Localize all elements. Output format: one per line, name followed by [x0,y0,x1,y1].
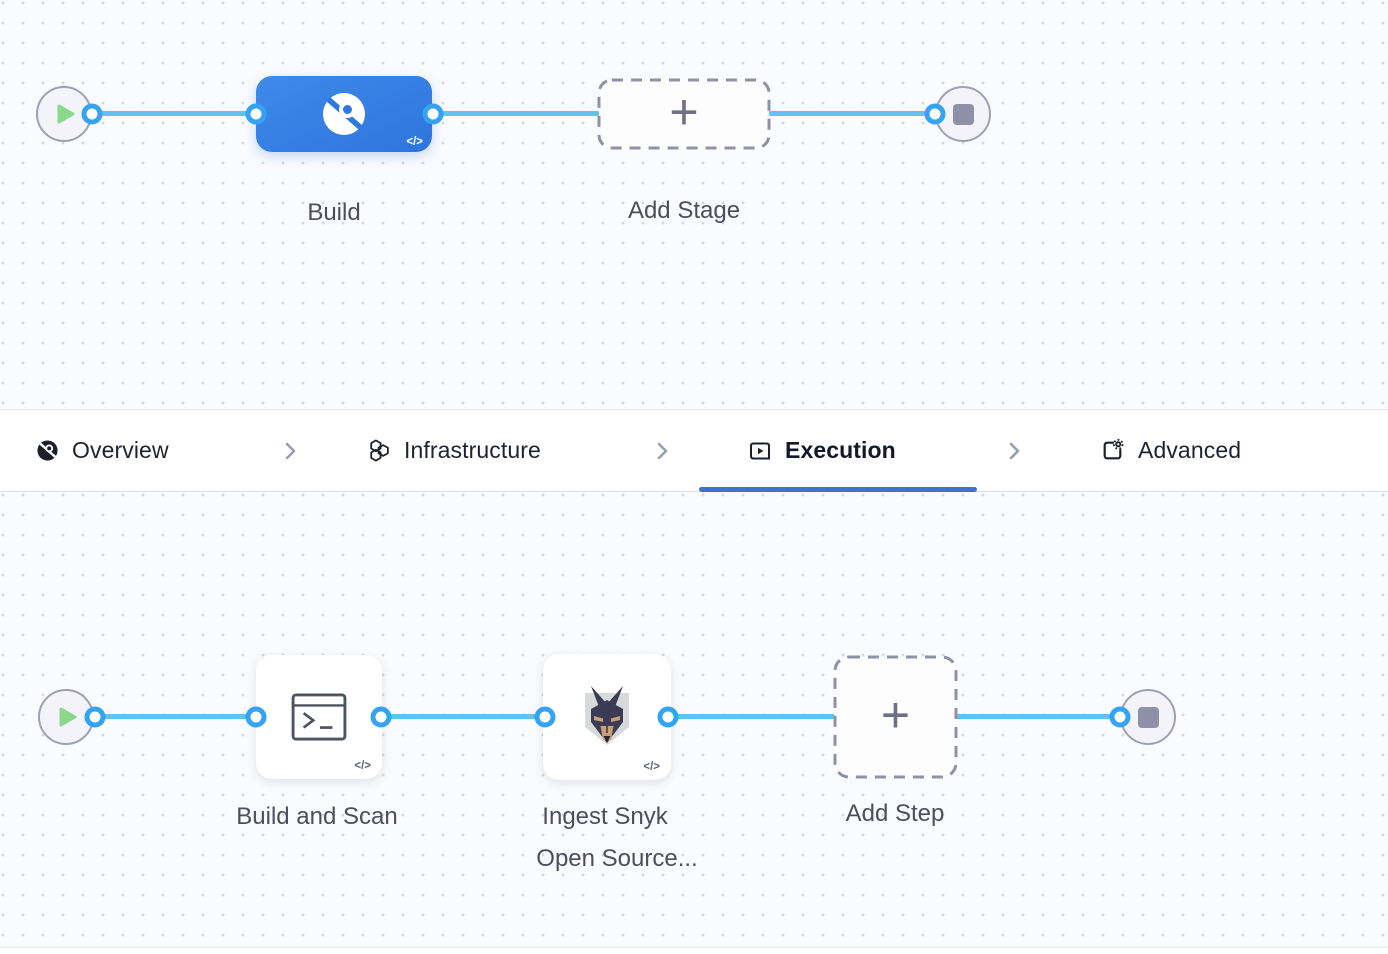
chevron-right-icon [278,410,302,491]
tab-overview[interactable]: Overview [36,410,169,491]
step-label-line2: Open Source... [536,845,698,872]
active-tab-underline [699,487,977,492]
stage-canvas[interactable]: </> + Build Add Stage [0,0,1388,410]
plus-icon: + [880,687,911,743]
ci-overview-icon [37,440,58,461]
tab-advanced[interactable]: Advanced [1100,410,1241,491]
code-icon[interactable]: </> [643,761,660,773]
tab-label: Infrastructure [404,437,541,463]
execution-play-icon [750,442,771,460]
connector-port [370,706,392,728]
connector-port [657,706,679,728]
add-stage-label: Add Stage [627,197,741,224]
bottom-panel-edge [0,947,1388,954]
stop-icon [952,103,974,125]
stage-node-build[interactable]: </> [256,76,432,152]
advanced-gear-icon [1103,438,1124,460]
snyk-doberman-icon [585,686,629,745]
step-node-build-and-scan[interactable]: </> [256,655,382,779]
connector-port [84,706,106,728]
connector-line [92,111,260,116]
dashed-border [597,78,771,150]
step-node-ingest-snyk[interactable]: </> [543,654,671,780]
connector-line [95,714,258,719]
execution-step-canvas[interactable]: </> </> + Build and Scan Ingest Snyk Ope… [0,492,1388,947]
add-step-label: Add Step [845,800,945,827]
tab-label: Advanced [1138,437,1242,463]
code-icon[interactable]: </> [406,136,423,148]
connector-line [768,111,938,116]
tab-label: Execution [785,437,896,463]
step-label: Build and Scan [236,803,398,830]
connector-port [422,103,444,125]
connector-port [245,103,267,125]
tab-infrastructure[interactable]: Infrastructure [366,410,541,491]
stage-label: Build [307,199,361,226]
step-label-line1: Ingest Snyk [542,803,668,830]
connector-port [245,706,267,728]
connector-port [534,706,556,728]
code-icon[interactable]: </> [354,760,371,772]
connector-line [379,714,547,719]
tab-label: Overview [72,437,169,463]
plus-icon: + [669,84,699,140]
dashed-border [833,655,958,779]
run-terminal-icon [291,693,347,741]
ci-build-icon [323,93,365,135]
add-stage-button[interactable]: + [597,78,771,150]
connector-port [924,103,946,125]
chevron-right-icon [1002,410,1026,491]
connector-port [81,103,103,125]
stage-config-tabbar: Overview Infrastructure Execution [0,410,1388,492]
chevron-right-icon [650,410,674,491]
stop-icon [1137,706,1159,728]
connector-line [430,111,600,116]
infrastructure-hexagons-icon [370,439,389,462]
play-icon [57,104,75,124]
connector-line [666,714,835,719]
connector-line [956,714,1122,719]
tab-execution[interactable]: Execution [748,410,896,491]
connector-port [1109,706,1131,728]
add-step-button[interactable]: + [833,655,958,779]
play-icon [59,707,77,727]
